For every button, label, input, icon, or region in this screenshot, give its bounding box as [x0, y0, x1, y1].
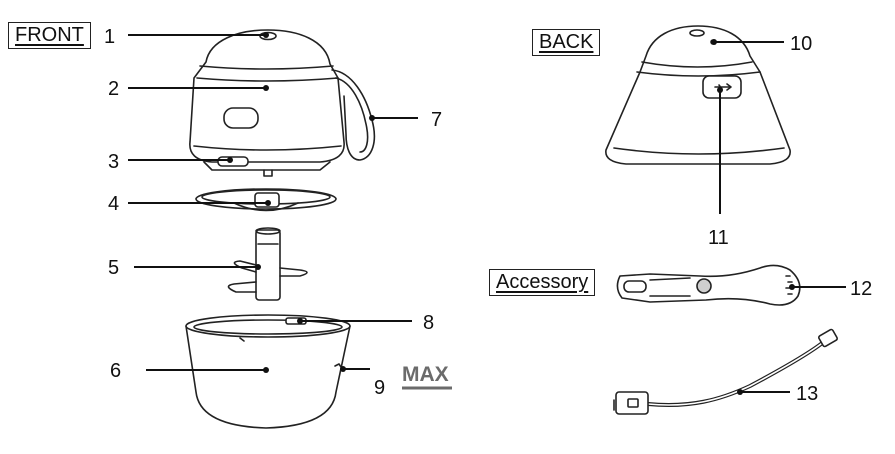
leader-lines — [128, 34, 846, 393]
callout-11: 11 — [708, 227, 729, 249]
callout-4: 4 — [108, 193, 119, 215]
callout-5: 5 — [108, 257, 119, 279]
leader-dots — [227, 32, 795, 395]
callout-2: 2 — [108, 78, 119, 100]
callout-10: 10 — [790, 33, 812, 55]
front-label: FRONT — [8, 22, 91, 49]
motor-head-back — [605, 25, 791, 165]
callout-12: 12 — [850, 278, 872, 300]
blade-assembly — [227, 227, 308, 301]
callout-3: 3 — [108, 151, 119, 173]
motor-head — [189, 29, 376, 177]
usb-cable — [613, 328, 838, 415]
bowl-lid — [195, 188, 337, 212]
callout-1: 1 — [104, 26, 115, 48]
callout-9: 9 — [374, 377, 385, 399]
callout-8: 8 — [423, 312, 434, 334]
callout-6: 6 — [110, 360, 121, 382]
callout-13: 13 — [796, 383, 818, 405]
accessory-label: Accessory — [489, 269, 596, 296]
callout-7: 7 — [431, 109, 442, 131]
max-fill-label: MAX — [402, 363, 449, 386]
cleaning-tool — [616, 264, 801, 306]
back-label: BACK — [532, 29, 601, 56]
